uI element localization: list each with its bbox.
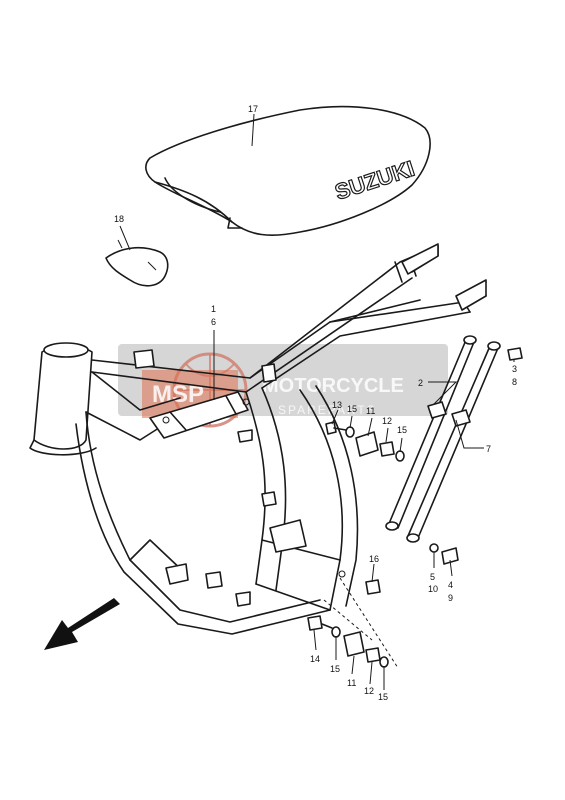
front-arrow-icon [44, 598, 120, 650]
callout-11b: 11 [347, 678, 356, 688]
callout-9: 9 [448, 593, 453, 603]
bolt-16 [365, 579, 381, 595]
callout-1: 1 [211, 304, 216, 314]
washer-15 [345, 426, 355, 438]
callout-17: 17 [248, 104, 258, 114]
leader-lines [119, 113, 515, 690]
frame [29, 243, 487, 669]
callout-12b: 12 [364, 686, 374, 696]
collar-12b [365, 647, 381, 663]
callout-7: 7 [486, 444, 491, 454]
washer-15c [331, 626, 341, 638]
callout-11a: 11 [366, 406, 375, 416]
watermark: MSP MOTORCYCLE SPAREPARTS [118, 344, 448, 428]
callout-15d: 15 [378, 692, 388, 702]
callout-6: 6 [211, 317, 216, 327]
bolt-3 [507, 347, 523, 361]
seat: SUZUKI [145, 105, 431, 236]
callout-4: 4 [448, 580, 453, 590]
callout-labels: 17 18 1 6 2 3 8 7 13 15 11 12 15 16 5 10… [114, 104, 517, 702]
bolt-13 [325, 421, 337, 435]
washer-15d [379, 656, 389, 668]
bolt-14 [307, 615, 323, 631]
callout-2: 2 [418, 378, 423, 388]
callout-12a: 12 [382, 416, 392, 426]
callout-15a: 15 [347, 404, 357, 414]
frame-stays [385, 335, 501, 543]
callout-16: 16 [369, 554, 379, 564]
watermark-brand-text: MOTORCYCLE [262, 375, 404, 397]
callout-3: 3 [512, 364, 517, 374]
seat-pad [105, 239, 169, 287]
callout-13: 13 [332, 400, 342, 410]
callout-15c: 15 [330, 664, 340, 674]
callout-15b: 15 [397, 425, 407, 435]
washer-15b [395, 450, 405, 462]
callout-5: 5 [430, 572, 435, 582]
watermark-sub-text: SPAREPARTS [278, 403, 377, 417]
bush-11 [355, 431, 379, 457]
callout-10: 10 [428, 584, 438, 594]
bush-11b [343, 631, 365, 657]
bolt-4 [441, 547, 459, 565]
callout-8: 8 [512, 377, 517, 387]
callout-14: 14 [310, 654, 320, 664]
collar-12 [379, 441, 395, 457]
callout-18: 18 [114, 214, 124, 224]
washer-5 [429, 543, 439, 553]
